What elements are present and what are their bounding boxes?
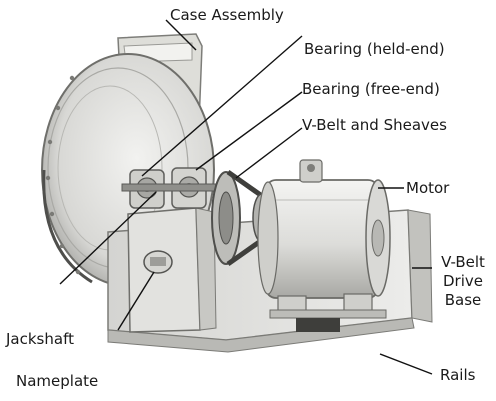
- label-rails: Rails: [440, 366, 476, 384]
- label-drive-base-line3: Base: [444, 291, 482, 309]
- motor-body: [257, 159, 391, 299]
- label-drive-base-line1: V-Belt: [441, 253, 485, 271]
- rails-assembly: [269, 293, 387, 332]
- label-drive-base-line2: Drive: [443, 272, 483, 290]
- label-bearing-held-end: Bearing (held-end): [304, 40, 445, 58]
- label-jackshaft: Jackshaft: [6, 330, 74, 348]
- label-vbelt-sheaves: V-Belt and Sheaves: [302, 116, 447, 134]
- jackshaft-rod: [121, 183, 223, 192]
- label-bearing-free-end: Bearing (free-end): [302, 80, 440, 98]
- label-nameplate: Nameplate: [16, 372, 99, 390]
- label-case-assembly: Case Assembly: [170, 6, 284, 24]
- v-belt: [226, 169, 264, 267]
- housing-bolts: [45, 75, 81, 275]
- leader-lines: [59, 19, 433, 375]
- label-motor: Motor: [406, 179, 450, 197]
